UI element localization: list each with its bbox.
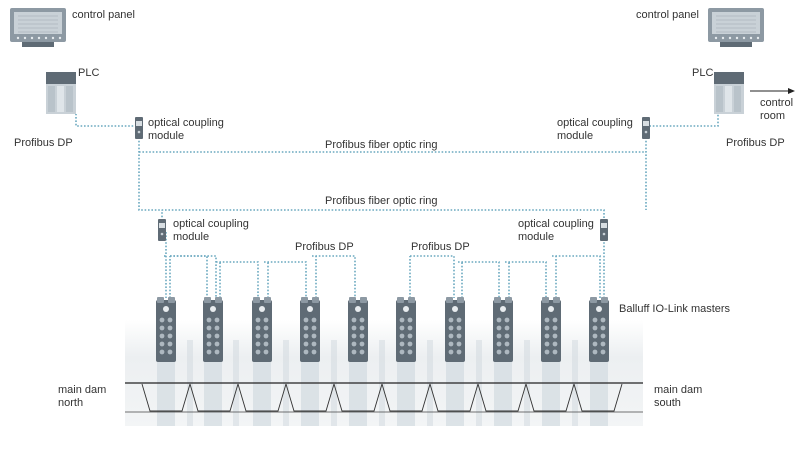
devices: [10, 8, 764, 362]
fiber-link: [169, 256, 317, 298]
optical-coupling-module-icon: [158, 219, 166, 241]
dam-truss: [381, 383, 431, 412]
dam-truss: [525, 383, 575, 412]
arrow-right-icon: [750, 88, 795, 94]
fiber-link: [409, 256, 557, 298]
plc-left-label: PLC: [78, 67, 99, 79]
ring-bottom-label: Profibus fiber optic ring: [325, 195, 438, 207]
io-link-master-icon: [203, 297, 223, 362]
control-panel-icon: [10, 8, 66, 47]
profibus-dp-group-left-label: Profibus DP: [295, 241, 354, 253]
dam-north-label: main dam north: [58, 384, 109, 409]
dam-truss: [285, 383, 335, 412]
control-panel-icon: [708, 8, 764, 47]
control-room-label: control room: [760, 97, 796, 122]
ocm-mid-right-label: optical coupling module: [518, 218, 597, 243]
fiber-link: [410, 255, 601, 298]
dam-truss: [573, 383, 623, 412]
optical-coupling-module-icon: [135, 117, 143, 139]
dam-truss: [429, 383, 479, 412]
fiber-link: [75, 114, 140, 127]
fiber-link: [170, 255, 356, 298]
control-panel-left-label: control panel: [72, 9, 135, 21]
io-link-master-icon: [348, 297, 368, 362]
plc-icon: [46, 72, 76, 114]
ocm-top-left-label: optical coupling module: [148, 117, 227, 142]
ring-top-label: Profibus fiber optic ring: [325, 139, 438, 151]
io-link-master-icon: [589, 297, 609, 362]
dam-truss: [477, 383, 527, 412]
fiber-link: [646, 114, 719, 127]
fiber-link: [138, 134, 605, 218]
optical-coupling-module-icon: [600, 219, 608, 241]
plc-right-label: PLC: [692, 67, 713, 79]
plc-icon: [714, 72, 744, 114]
dam-truss: [237, 383, 287, 412]
profibus-dp-right-label: Profibus DP: [726, 137, 785, 149]
control-panel-right-label: control panel: [636, 9, 699, 21]
io-link-master-icon: [300, 297, 320, 362]
ocm-mid-left-label: optical coupling module: [173, 218, 252, 243]
io-link-master-icon: [493, 297, 513, 362]
dam-truss: [189, 383, 239, 412]
io-link-masters-label: Balluff IO-Link masters: [619, 303, 731, 315]
io-link-master-icon: [445, 297, 465, 362]
fiber-links: [75, 114, 719, 298]
dam-trusses: [141, 383, 623, 412]
ocm-top-right-label: optical coupling module: [557, 117, 636, 142]
io-link-master-icon: [396, 297, 416, 362]
dam-truss: [141, 383, 191, 412]
dam-south-label: main dam south: [654, 384, 705, 409]
profibus-dp-group-right-label: Profibus DP: [411, 241, 470, 253]
io-link-master-icon: [252, 297, 272, 362]
optical-coupling-module-icon: [642, 117, 650, 139]
dam-truss: [333, 383, 383, 412]
profibus-dp-left-label: Profibus DP: [14, 137, 73, 149]
io-link-master-icon: [156, 297, 176, 362]
io-link-master-icon: [541, 297, 561, 362]
